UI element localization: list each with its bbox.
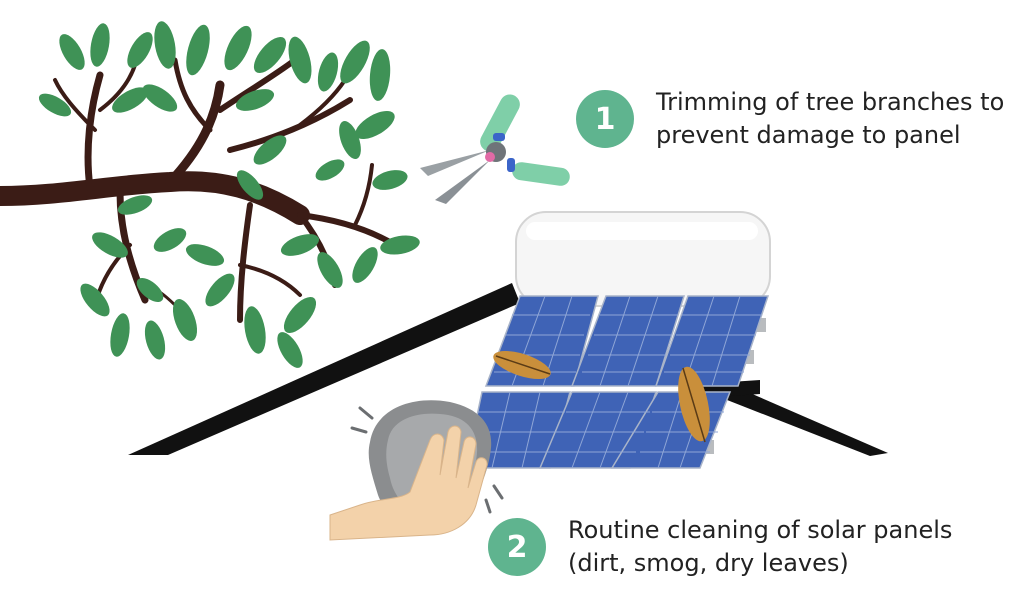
step-1-line-1: Trimming of tree branches to: [656, 88, 1005, 116]
step-1-trim-branches: 1 Trimming of tree branches to prevent d…: [576, 86, 1004, 152]
tree-branch-icon: [0, 21, 420, 368]
pruning-shears-icon: [420, 94, 570, 204]
step-2-line-2: (dirt, smog, dry leaves): [568, 549, 849, 577]
cleaning-hand-icon: [329, 400, 504, 541]
step-1-number-badge: 1: [576, 90, 634, 148]
step-2-number-badge: 2: [488, 518, 546, 576]
step-2-description: Routine cleaning of solar panels (dirt, …: [568, 514, 952, 580]
solar-water-heater-icon: [465, 211, 771, 469]
step-1-line-2: prevent damage to panel: [656, 121, 961, 149]
dry-leaf-icon: [493, 351, 710, 443]
step-2-clean-panels: 2 Routine cleaning of solar panels (dirt…: [488, 514, 952, 580]
step-2-line-1: Routine cleaning of solar panels: [568, 516, 953, 544]
step-1-description: Trimming of tree branches to prevent dam…: [656, 86, 1004, 152]
